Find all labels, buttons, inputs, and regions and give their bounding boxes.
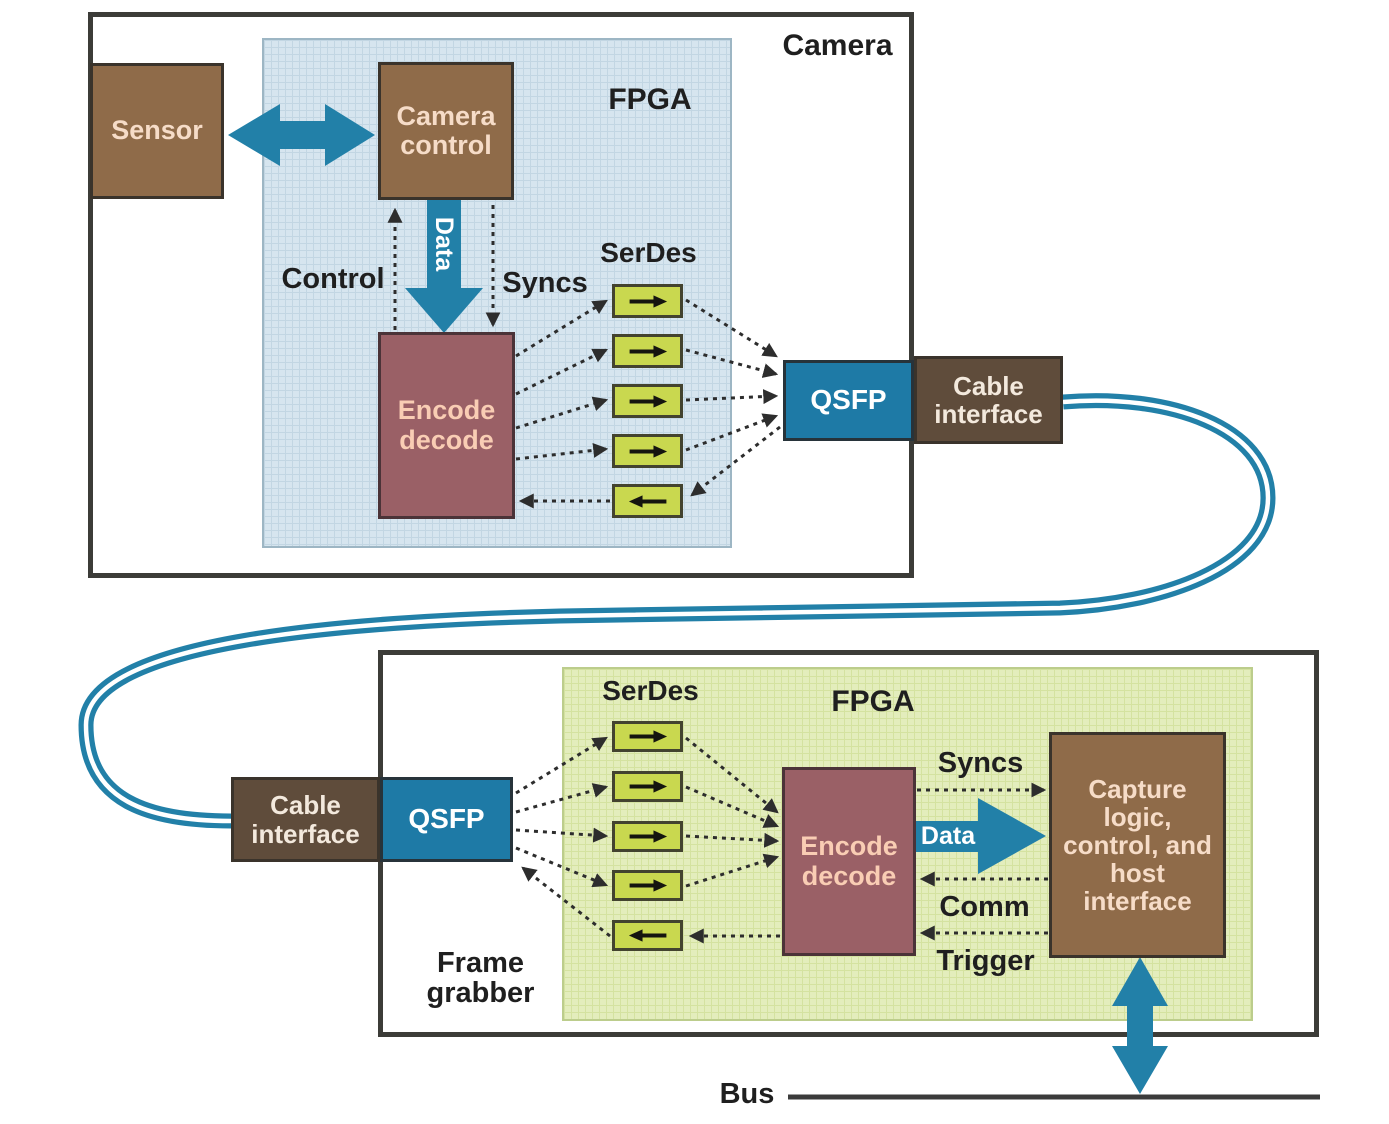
frame-grabber-title: Frame grabber — [426, 947, 535, 1010]
bus-label: Bus — [719, 1078, 775, 1110]
encode-decode-box-camera: Encode decode — [378, 332, 515, 519]
serdes-arrow-right-icon — [629, 444, 667, 458]
qsfp-label: QSFP — [408, 803, 485, 835]
cable-interface-box-grabber: Cable interface — [231, 777, 380, 862]
control-label: Control — [281, 263, 385, 295]
camera-serdes-label: SerDes — [600, 237, 697, 268]
encode-decode-label: Encode decode — [397, 395, 496, 455]
cable-interface-box-camera: Cable interface — [914, 356, 1063, 444]
camera-control-label: Camera control — [396, 100, 496, 160]
grabber-serdes-bank — [612, 721, 683, 951]
qsfp-label: QSFP — [810, 384, 887, 416]
trigger-label: Trigger — [936, 945, 1035, 977]
data-down-arrow-icon — [405, 200, 483, 333]
camera-control-box: Camera control — [378, 62, 514, 200]
serdes-arrow-right-icon — [629, 394, 667, 408]
serdes-arrow-right-icon — [629, 829, 667, 843]
serdes-box — [612, 384, 683, 418]
capture-logic-label: Capture logic, control, and host interfa… — [1063, 773, 1212, 917]
camera-serdes-bank — [612, 284, 683, 518]
serdes-box — [612, 820, 683, 852]
qsfp-box-grabber: QSFP — [380, 777, 513, 862]
serdes-arrow-right-icon — [629, 730, 667, 743]
serdes-arrow-right-icon — [629, 344, 667, 358]
grabber-fpga-label: FPGA — [831, 685, 915, 718]
serdes-box — [612, 334, 683, 368]
sensor-label: Sensor — [111, 115, 203, 146]
serdes-arrow-right-icon — [629, 780, 667, 793]
qsfp-box-camera: QSFP — [783, 360, 914, 441]
grabber-serdes-label: SerDes — [602, 675, 699, 706]
encode-decode-label: Encode decode — [800, 831, 898, 891]
serdes-box — [612, 721, 683, 752]
capture-logic-box: Capture logic, control, and host interfa… — [1049, 732, 1226, 958]
encode-decode-box-grabber: Encode decode — [782, 767, 916, 956]
camera-syncs-label: Syncs — [502, 267, 588, 299]
serdes-box — [612, 434, 683, 468]
sensor-box: Sensor — [90, 63, 224, 199]
camera-fpga-label: FPGA — [608, 83, 692, 116]
serdes-arrow-right-icon — [629, 294, 667, 308]
serdes-box — [612, 770, 683, 802]
bus-bidirectional-arrow-icon — [1112, 957, 1168, 1094]
serdes-box — [612, 484, 683, 518]
grabber-data-label: Data — [920, 822, 976, 850]
serdes-arrow-left-icon — [628, 929, 666, 942]
camera-data-label: Data — [430, 216, 459, 272]
cable-interface-label: Cable interface — [934, 370, 1043, 429]
serdes-arrow-right-icon — [629, 879, 667, 892]
camera-title: Camera — [782, 29, 893, 62]
sensor-control-bidirectional-arrow-icon — [228, 104, 375, 166]
cable-loop-core — [83, 398, 1271, 824]
cable-interface-label: Cable interface — [251, 790, 360, 849]
comm-label: Comm — [939, 891, 1030, 923]
serdes-box — [612, 284, 683, 318]
serdes-box — [612, 870, 683, 902]
serdes-box — [612, 920, 683, 951]
grabber-syncs-label: Syncs — [937, 747, 1024, 779]
serdes-arrow-left-icon — [628, 494, 666, 508]
data-right-arrow-icon — [916, 798, 1046, 874]
